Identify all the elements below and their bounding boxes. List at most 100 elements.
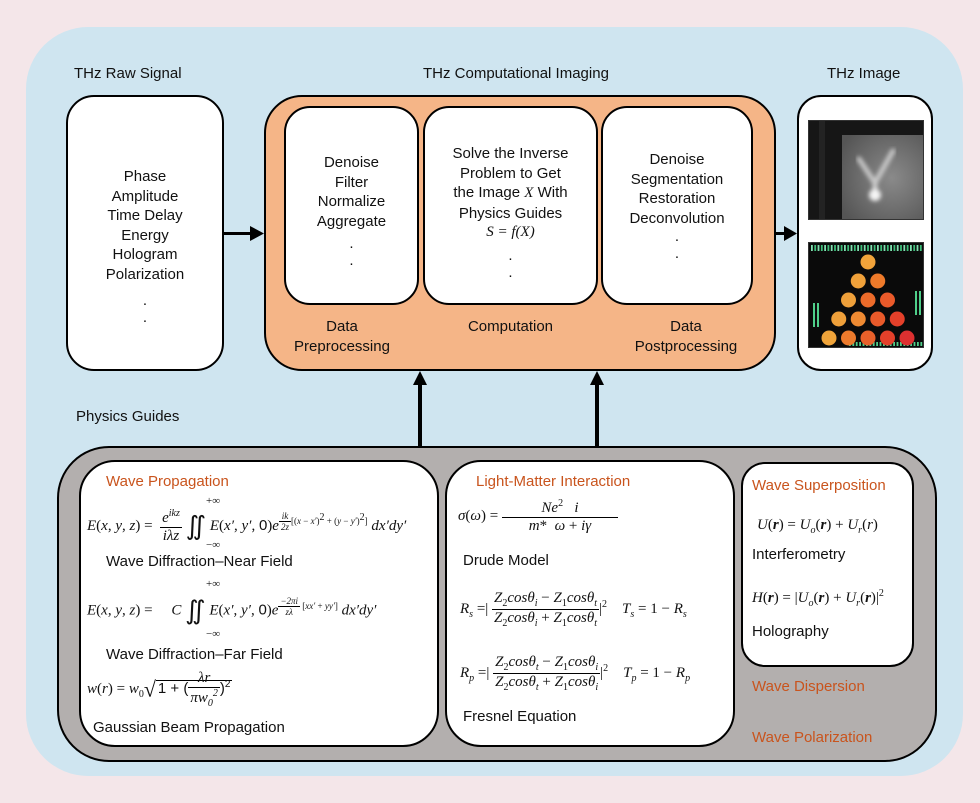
stripe	[817, 245, 820, 251]
stripe	[873, 245, 876, 251]
dot	[870, 311, 886, 327]
limit: +∞	[206, 495, 221, 507]
ellipsis: ..	[349, 235, 354, 269]
postprocessing-item: Deconvolution	[629, 209, 725, 227]
postprocessing-caption: Data Postprocessing	[606, 317, 766, 356]
computational-imaging-title: THz Computational Imaging	[423, 65, 609, 82]
postprocessing-item: Segmentation	[630, 170, 724, 188]
dot	[850, 273, 866, 289]
arrow-head-right	[784, 226, 797, 241]
stripe	[910, 245, 912, 251]
holography-caption: Holography	[752, 623, 829, 640]
dot	[870, 273, 886, 289]
dot	[841, 330, 856, 346]
arrow-physics-to-computation	[595, 384, 599, 447]
interferometry-caption: Interferometry	[752, 546, 846, 563]
stripe	[852, 342, 855, 346]
caption-line: Data	[326, 318, 358, 335]
wave-dispersion-title: Wave Dispersion	[752, 678, 865, 695]
caption-line: Preprocessing	[294, 337, 390, 355]
preprocessing-item: Denoise	[323, 154, 380, 171]
dot	[831, 311, 847, 327]
raw-signal-item: Energy	[121, 226, 169, 244]
ellipsis: ..	[674, 228, 680, 262]
stripe	[850, 245, 853, 251]
raw-signal-item: Hologram	[112, 246, 178, 263]
preprocessing-item: Aggregate	[316, 212, 387, 230]
text: With	[537, 184, 568, 201]
stripe	[919, 291, 921, 315]
stripe	[859, 342, 861, 346]
wave-superposition-box	[741, 462, 914, 667]
wave-polarization-title: Wave Polarization	[752, 729, 873, 746]
forward-model-equation: S = f(X)	[486, 224, 535, 240]
holography-equation: H(r) = |Uo(r) + Ur(r)|2	[752, 588, 884, 609]
stripe	[876, 342, 878, 346]
thz-image-color	[808, 242, 924, 348]
caption-line: Computation	[467, 318, 554, 335]
dot	[860, 330, 876, 346]
raw-signal-item: Amplitude	[111, 187, 179, 205]
upper-limit: +∞	[206, 578, 221, 590]
interferometry-equation: U(r) = Uo(r) + Ur(r)	[757, 517, 878, 536]
stripe	[903, 245, 906, 251]
stripe	[855, 342, 858, 346]
stripe	[847, 245, 850, 251]
stripe	[817, 303, 819, 327]
preprocessing-caption: Data Preprocessing	[284, 317, 400, 356]
stripe	[811, 245, 813, 251]
computation-caption: Computation	[423, 317, 598, 337]
stripe	[867, 245, 869, 251]
light-matter-title: Light-Matter Interaction	[476, 473, 631, 490]
wave-superposition-title: Wave Superposition	[752, 477, 886, 494]
dot	[841, 292, 856, 308]
dot	[880, 330, 895, 346]
computation-line: Problem to Get	[460, 164, 561, 182]
stripe	[837, 245, 840, 251]
postprocessing-box: Denoise Segmentation Restoration Deconvo…	[601, 106, 753, 305]
stripe	[870, 245, 873, 251]
stripe	[920, 342, 923, 346]
caption-line: Postprocessing	[634, 337, 738, 355]
stripe	[893, 342, 895, 346]
far-field-caption: Wave Diffraction–Far Field	[106, 646, 283, 663]
stripe	[883, 245, 886, 251]
drude-caption: Drude Model	[463, 552, 549, 569]
dot	[821, 330, 837, 346]
gaussian-beam-caption: Gaussian Beam Propagation	[93, 719, 285, 736]
raw-signal-title: THz Raw Signal	[74, 65, 182, 82]
stripe	[893, 245, 896, 251]
near-field-caption: Wave Diffraction–Near Field	[106, 553, 293, 570]
preprocessing-item: Filter	[334, 173, 369, 191]
wave-propagation-box	[79, 460, 439, 747]
stripe	[896, 245, 899, 251]
stripe	[814, 245, 817, 251]
wave-propagation-title: Wave Propagation	[106, 473, 229, 490]
lower-limit: −∞	[206, 539, 221, 551]
stripe	[900, 245, 902, 251]
computation-line: Physics Guides	[458, 204, 563, 222]
ellipsis: ..	[142, 292, 148, 326]
stripe	[813, 303, 815, 327]
postprocessing-item: Denoise	[649, 151, 705, 168]
arrow-head-up	[413, 371, 427, 385]
stripe	[890, 245, 892, 251]
raw-signal-item: Time Delay	[107, 207, 183, 224]
stripe	[900, 342, 902, 346]
thz-image-grayscale	[808, 120, 924, 220]
computation-line: Solve the Inverse	[452, 145, 569, 162]
stripe	[913, 342, 916, 346]
variable-x: X	[524, 185, 534, 201]
stripe	[830, 245, 833, 251]
ellipsis: ..	[508, 246, 513, 281]
dot	[880, 292, 895, 308]
stripe	[840, 245, 843, 251]
stripe	[834, 245, 836, 251]
stripe	[877, 245, 879, 251]
stripe	[860, 245, 863, 251]
preprocessing-item: Normalize	[317, 193, 386, 210]
computation-box: Solve the Inverse Problem to Get the Ima…	[423, 106, 598, 305]
postprocessing-item: Restoration	[638, 190, 716, 207]
